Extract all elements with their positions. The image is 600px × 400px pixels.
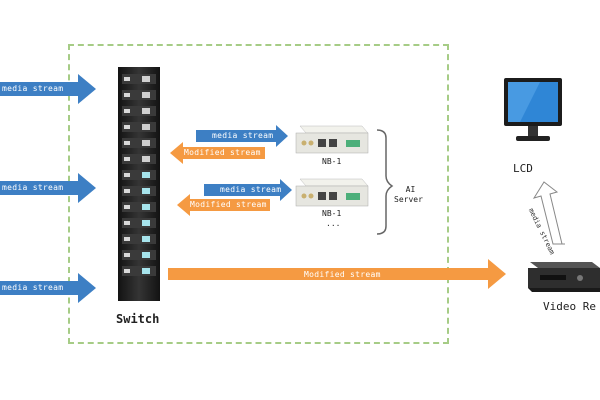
switch-slot: [122, 74, 156, 84]
switch-slot-led: [124, 253, 130, 257]
switch-slot-port: [142, 76, 150, 82]
node2-out-arrow: [177, 194, 270, 216]
switch-slot-port: [142, 188, 150, 194]
switch-slots: [122, 74, 156, 276]
node1-name: NB-1: [322, 157, 342, 166]
switch-slot-led: [124, 77, 130, 81]
switch-slot-led: [124, 141, 130, 145]
nb-device-1: [295, 125, 369, 154]
node1-out-arrow: [170, 142, 265, 164]
switch-label: Switch: [116, 312, 160, 326]
input-arrow-2-label: media stream: [2, 183, 64, 192]
input-arrow-3: [0, 273, 96, 303]
node2-out-label: Modified stream: [190, 200, 267, 209]
switch-slot-led: [124, 189, 130, 193]
recorder-label: Video Re: [543, 300, 596, 313]
output-arrow-label: Modified stream: [304, 270, 381, 279]
output-arrow: [168, 259, 506, 289]
input-arrow-1-label: media stream: [2, 84, 64, 93]
switch-slot-port: [142, 156, 150, 162]
input-arrow-1: [0, 74, 96, 104]
switch-slot: [122, 106, 156, 116]
ai-server-label-line2: Server: [394, 195, 423, 204]
switch-slot: [122, 122, 156, 132]
node2-in-arrow: [204, 179, 292, 201]
node1-out-label: Modified stream: [184, 148, 261, 157]
switch-slot: [122, 234, 156, 244]
lcd-label: LCD: [513, 162, 533, 175]
lcd-monitor: [504, 78, 562, 141]
switch-slot-port: [142, 172, 150, 178]
switch-slot-port: [142, 268, 150, 274]
nb-device-2: [295, 178, 369, 207]
switch-slot-port: [142, 204, 150, 210]
switch-slot: [122, 90, 156, 100]
input-arrow-3-label: media stream: [2, 283, 64, 292]
switch-slot: [122, 186, 156, 196]
switch-slot: [122, 170, 156, 180]
ai-server-label-line1: AI: [405, 185, 416, 194]
switch-slot-port: [142, 236, 150, 242]
switch-slot-port: [142, 252, 150, 258]
ai-server-brace: [376, 129, 394, 235]
ai-server-label: AI Server: [394, 185, 423, 205]
switch-slot-port: [142, 140, 150, 146]
video-recorder: [528, 262, 600, 292]
node1-in-label: media stream: [212, 131, 274, 140]
switch-slot-port: [142, 92, 150, 98]
input-arrow-2: [0, 173, 96, 203]
switch-slot: [122, 250, 156, 260]
switch-slot-led: [124, 157, 130, 161]
node2-name: NB-1: [322, 209, 342, 218]
switch-slot-port: [142, 108, 150, 114]
switch-slot-led: [124, 125, 130, 129]
switch-slot: [122, 202, 156, 212]
node1-in-arrow: [196, 125, 288, 147]
switch-slot: [122, 154, 156, 164]
recorder-to-lcd-arrow: [532, 181, 565, 245]
switch-slot-led: [124, 173, 130, 177]
switch-slot: [122, 266, 156, 276]
switch-slot-led: [124, 109, 130, 113]
node2-in-label: media stream: [220, 185, 282, 194]
switch-slot-led: [124, 221, 130, 225]
switch-slot: [122, 218, 156, 228]
switch-slot-led: [124, 269, 130, 273]
switch-slot-led: [124, 237, 130, 241]
switch-slot-port: [142, 124, 150, 130]
switch-rack: [118, 67, 160, 301]
switch-slot-led: [124, 205, 130, 209]
switch-slot: [122, 138, 156, 148]
switch-slot-led: [124, 93, 130, 97]
node-ellipsis: ...: [326, 219, 341, 228]
switch-slot-port: [142, 220, 150, 226]
